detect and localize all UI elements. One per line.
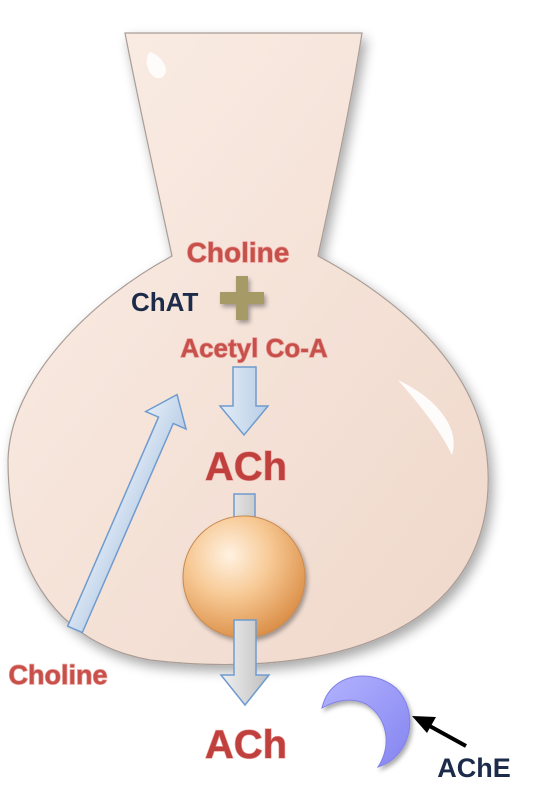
ach-released-label: ACh <box>205 723 287 767</box>
plus-sign-icon <box>220 276 264 320</box>
ache-pointer-arrow <box>412 716 467 748</box>
ache-label: AChE <box>437 753 511 783</box>
choline-top-label: Choline <box>187 237 290 268</box>
chat-label: ChAT <box>131 287 199 317</box>
arrow-acetylcoa-to-ach <box>218 366 270 437</box>
terminal-highlight-neck <box>146 52 166 79</box>
ach-inside-label: ACh <box>205 445 287 489</box>
arrow-ach-release <box>219 619 271 707</box>
ache-enzyme-shape <box>321 675 411 768</box>
terminal-highlight-body <box>398 380 454 455</box>
acetyl-coa-label: Acetyl Co-A <box>180 333 328 363</box>
choline-reuptake-arrow <box>66 393 188 634</box>
choline-outside-label: Choline <box>9 660 108 690</box>
